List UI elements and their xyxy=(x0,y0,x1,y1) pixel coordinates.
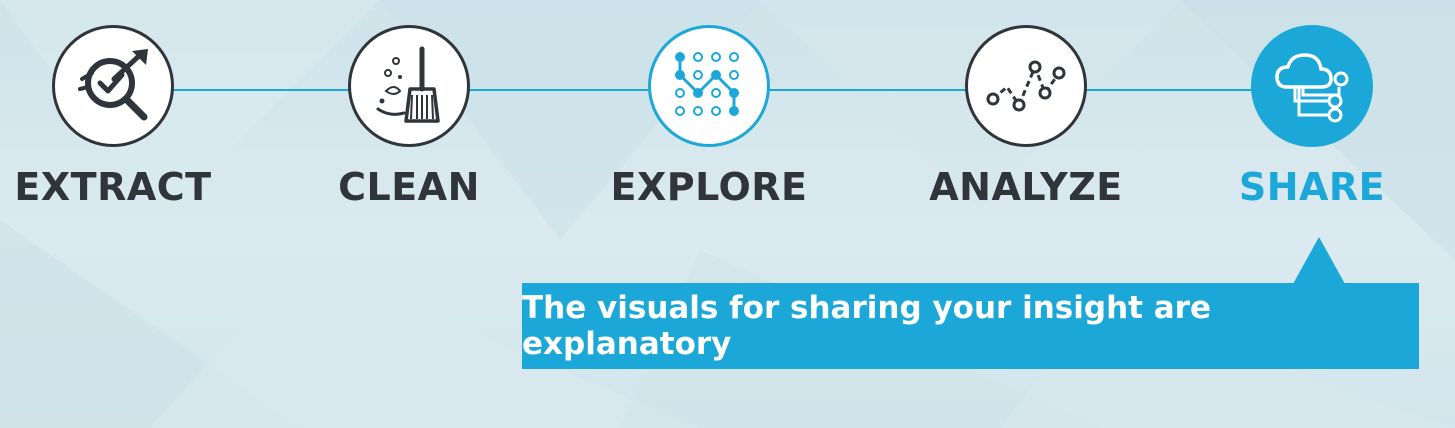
step-explore[interactable]: EXPLORE xyxy=(581,25,841,225)
step-explore-label: EXPLORE xyxy=(610,165,808,209)
magnifier-check-icon xyxy=(78,49,148,121)
dot-grid-path-icon xyxy=(675,52,739,116)
step-extract-label: EXTRACT xyxy=(14,165,212,209)
step-clean-circle[interactable] xyxy=(348,25,470,147)
step-extract-circle[interactable] xyxy=(52,25,174,147)
line-graph-icon xyxy=(986,60,1066,112)
broom-icon xyxy=(376,46,440,123)
step-share-circle[interactable] xyxy=(1251,25,1373,147)
cloud-network-icon xyxy=(1275,53,1349,123)
step-clean[interactable]: CLEAN xyxy=(281,25,541,225)
step-analyze[interactable]: ANALYZE xyxy=(898,25,1158,225)
step-extract[interactable]: EXTRACT xyxy=(0,25,245,225)
step-share-label: SHARE xyxy=(1238,165,1386,209)
callout-box: The visuals for sharing your insight are… xyxy=(522,283,1419,369)
step-clean-label: CLEAN xyxy=(338,165,480,209)
step-analyze-label: ANALYZE xyxy=(929,165,1123,209)
step-share[interactable]: SHARE xyxy=(1184,25,1444,225)
callout-text: The visuals for sharing your insight are… xyxy=(522,290,1211,362)
callout-pointer xyxy=(1293,237,1345,284)
step-explore-circle[interactable] xyxy=(648,25,770,147)
step-analyze-circle[interactable] xyxy=(965,25,1087,147)
